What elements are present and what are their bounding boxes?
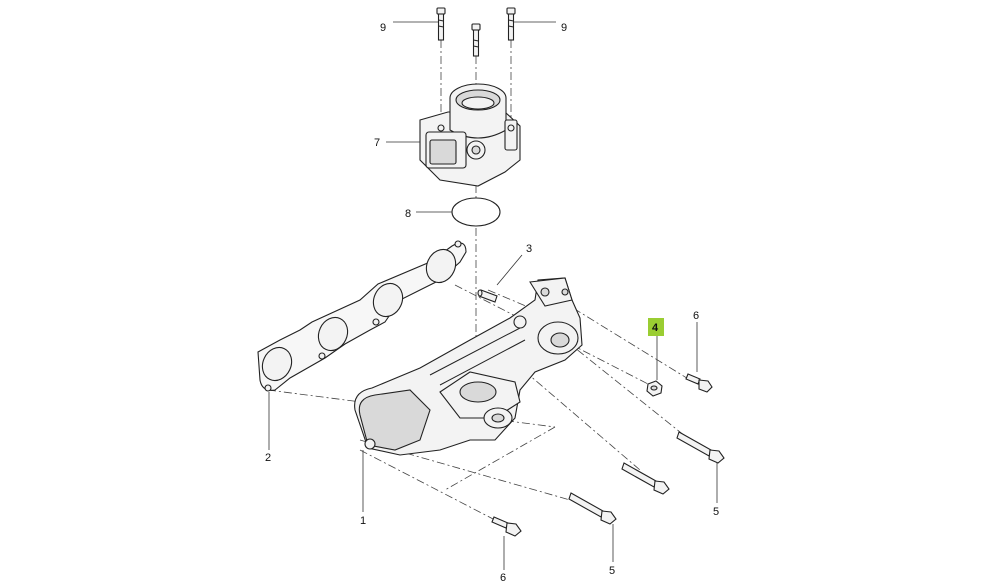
bolt-part-9-left bbox=[436, 7, 446, 41]
intake-gasket-part-2 bbox=[257, 240, 467, 392]
leader-lines bbox=[268, 21, 718, 570]
callout-7: 7 bbox=[374, 137, 380, 149]
callout-5-bottom: 5 bbox=[609, 565, 615, 577]
callout-3: 3 bbox=[526, 243, 532, 255]
callout-1: 1 bbox=[360, 515, 366, 527]
intake-manifold-part-1 bbox=[354, 277, 583, 456]
callout-4: 4 bbox=[652, 322, 659, 334]
bolt-part-middle bbox=[621, 462, 670, 495]
callout-5-right: 5 bbox=[713, 506, 719, 518]
bolt-part-5-bottom bbox=[568, 492, 617, 525]
callout-6-lower: 6 bbox=[500, 572, 506, 584]
callout-9-right: 9 bbox=[561, 22, 567, 34]
callout-8: 8 bbox=[405, 208, 411, 220]
bolt-part-6-upper bbox=[685, 373, 713, 393]
callout-2: 2 bbox=[265, 452, 271, 464]
callout-9-left: 9 bbox=[380, 22, 386, 34]
callout-4-highlight bbox=[648, 318, 664, 336]
bolt-part-9-right bbox=[506, 7, 516, 41]
callout-6-upper: 6 bbox=[693, 310, 699, 322]
throttle-body-part-7 bbox=[419, 83, 521, 187]
bolt-part-center bbox=[471, 23, 481, 57]
nut-part-4 bbox=[646, 380, 663, 397]
callout-labels: 9 9 7 8 3 4 6 2 1 6 5 5 bbox=[265, 22, 719, 584]
dowel-pin-part-3 bbox=[477, 289, 498, 303]
bolt-part-6-lower bbox=[491, 516, 522, 537]
o-ring-part-8 bbox=[451, 197, 501, 227]
bolt-part-5-right bbox=[676, 431, 725, 464]
